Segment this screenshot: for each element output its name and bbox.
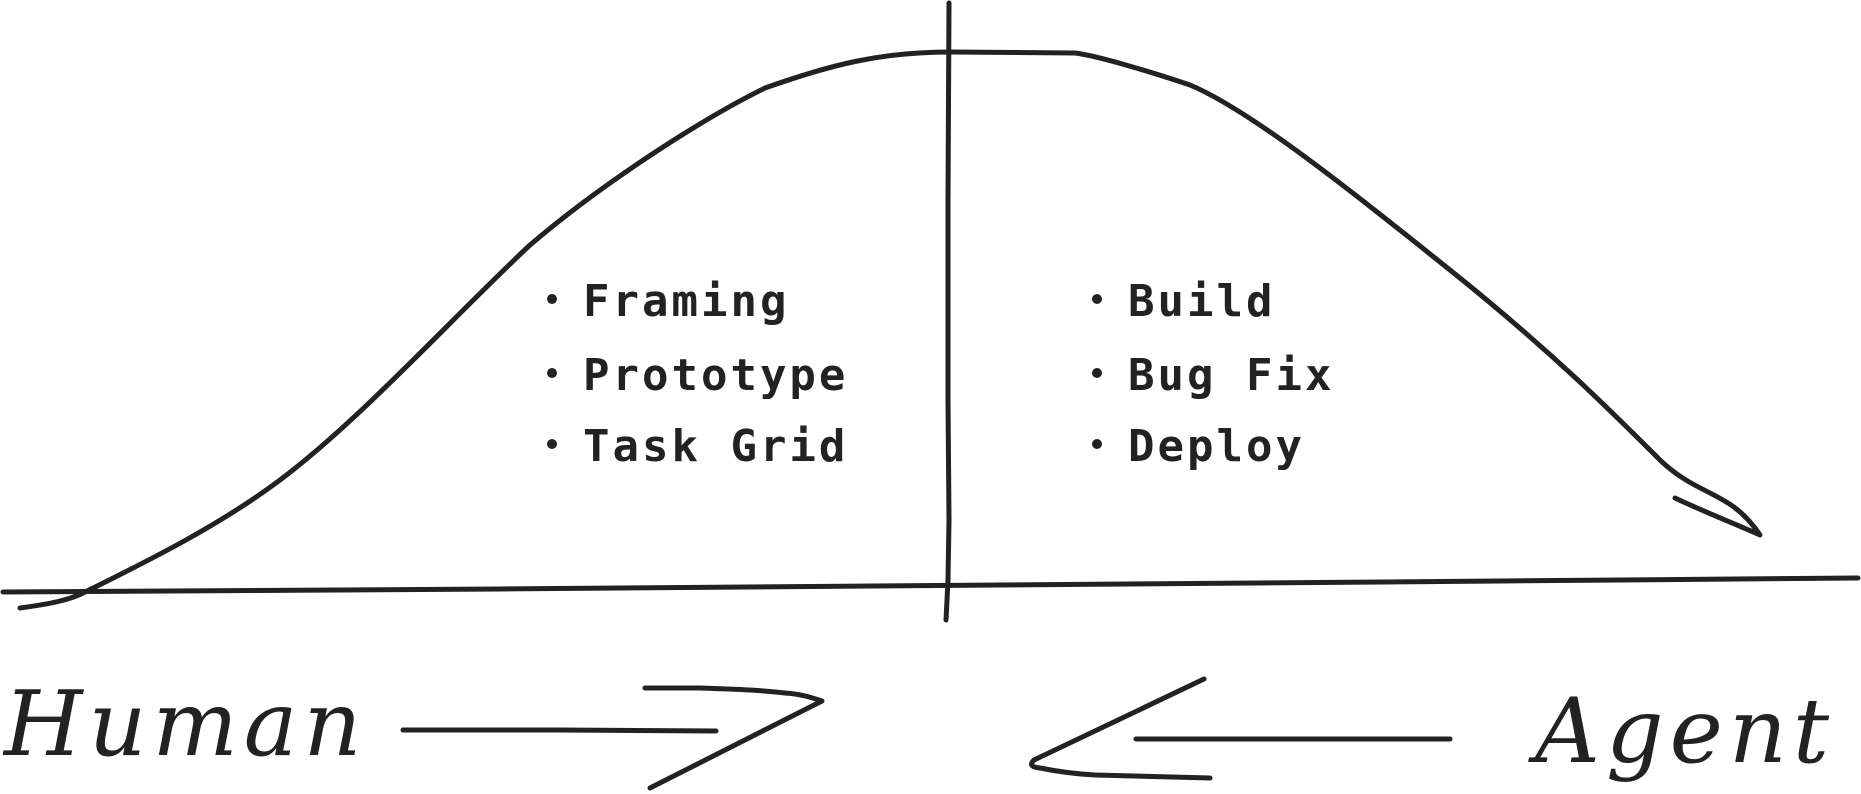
item-label: Build — [1128, 276, 1275, 327]
list-item: Deploy — [1092, 421, 1305, 472]
list-item: Prototype — [547, 350, 848, 401]
list-item: Framing — [547, 276, 789, 327]
bullet-dot — [1092, 439, 1102, 449]
right-phase-list: Build Bug Fix Deploy — [1092, 276, 1334, 472]
baseline-axis — [0, 575, 1861, 595]
list-item: Bug Fix — [1092, 350, 1334, 401]
item-label: Prototype — [583, 350, 848, 401]
agent-label: Agent — [1528, 679, 1835, 784]
item-label: Task Grid — [583, 421, 848, 472]
effort-curve — [17, 49, 1763, 611]
bullet-dot — [547, 294, 557, 304]
item-label: Framing — [583, 276, 789, 327]
list-item: Task Grid — [547, 421, 848, 472]
bullet-dot — [1092, 294, 1102, 304]
bullet-dot — [547, 368, 557, 378]
bullet-dot — [1092, 368, 1102, 378]
right-arrow-icon — [400, 685, 825, 791]
left-phase-list: Framing Prototype Task Grid — [547, 276, 848, 472]
vertical-divider — [943, 0, 952, 623]
left-arrow-icon — [1029, 676, 1453, 781]
human-label: Human — [2, 672, 367, 777]
bullet-dot — [547, 439, 557, 449]
item-label: Bug Fix — [1128, 350, 1334, 401]
list-item: Build — [1092, 276, 1275, 327]
item-label: Deploy — [1128, 421, 1305, 472]
